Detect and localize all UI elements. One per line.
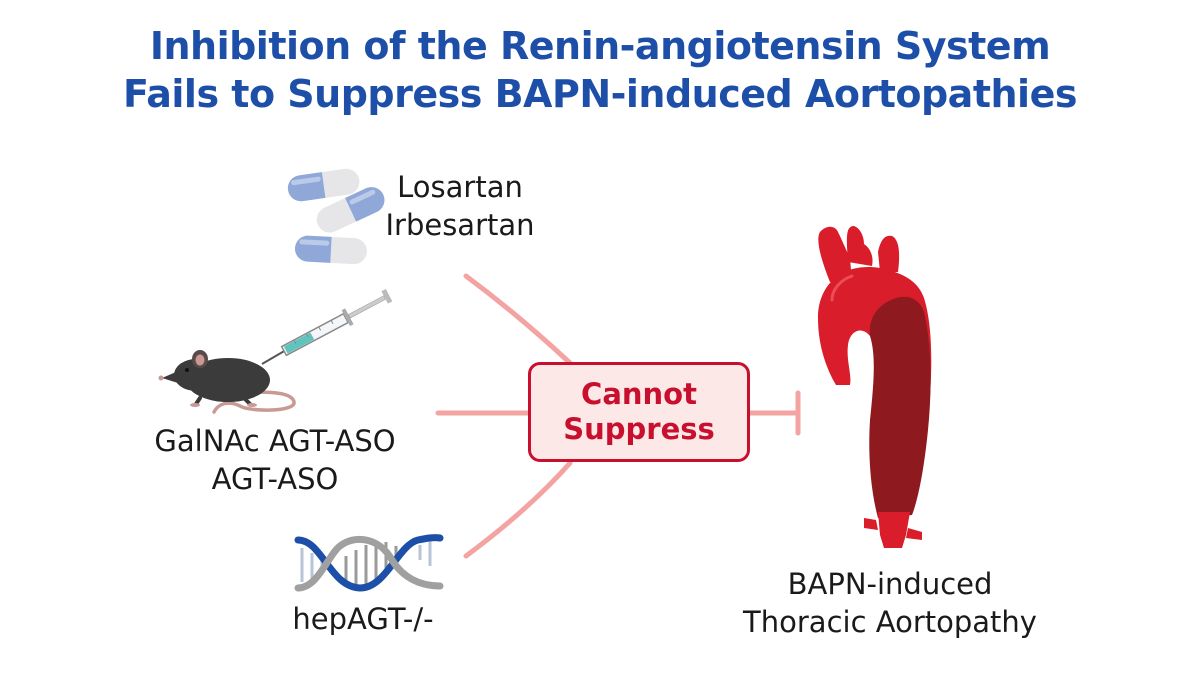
mouse-icon xyxy=(158,350,296,414)
connector-lines xyxy=(435,273,801,559)
syringe-icon xyxy=(261,288,393,365)
genetic-label: hepAGT-/- xyxy=(292,602,434,636)
aorta-icon xyxy=(818,226,932,548)
outcome-label: BAPN-induced Thoracic Aortopathy xyxy=(720,565,1060,641)
outcome-label-line-1: BAPN-induced xyxy=(787,567,993,601)
connector-drugs xyxy=(463,273,573,366)
title-line-1: Inhibition of the Renin-angiotensin Syst… xyxy=(149,24,1051,68)
title-line-2: Fails to Suppress BAPN-induced Aortopath… xyxy=(123,72,1077,116)
capsule-icon xyxy=(287,168,385,265)
outcome-label-line-2: Thoracic Aortopathy xyxy=(743,605,1037,639)
aso-label: GalNAc AGT-ASO AGT-ASO xyxy=(130,422,420,498)
center-line-2: Suppress xyxy=(563,412,715,446)
dna-icon xyxy=(294,534,444,592)
drug-label-line-2: Irbesartan xyxy=(385,208,535,242)
aso-label-line-2: AGT-ASO xyxy=(211,462,339,496)
page-title: Inhibition of the Renin-angiotensin Syst… xyxy=(0,22,1200,118)
cannot-suppress-box: Cannot Suppress xyxy=(528,362,750,462)
drug-label-line-1: Losartan xyxy=(397,170,523,204)
connector-genetic xyxy=(463,460,573,559)
aso-label-line-1: GalNAc AGT-ASO xyxy=(154,424,396,458)
center-line-1: Cannot xyxy=(581,377,697,411)
drug-label: Losartan Irbesartan xyxy=(380,168,540,244)
